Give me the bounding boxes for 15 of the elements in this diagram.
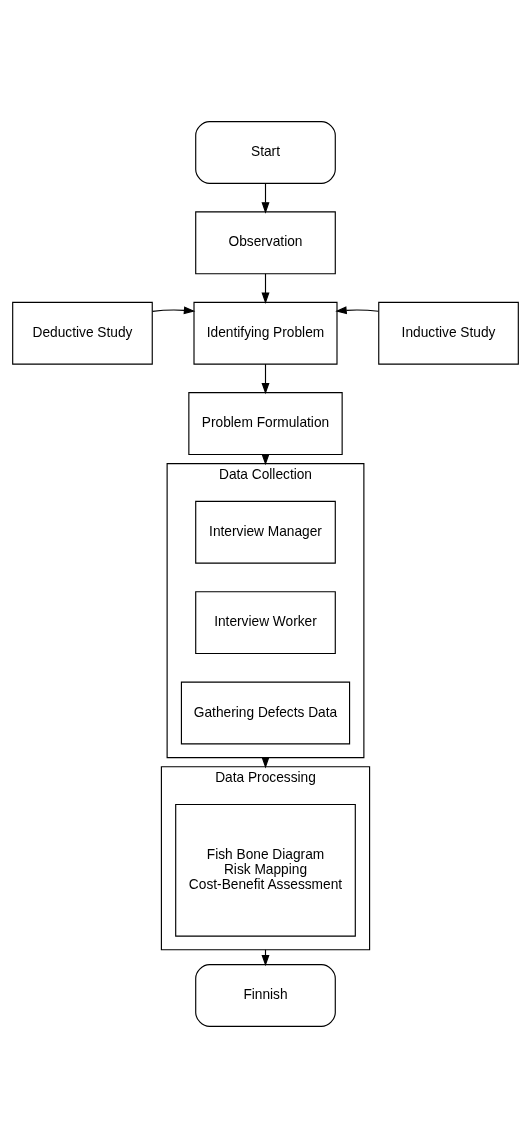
- arrow: [261, 272, 270, 304]
- node-box: Observation: [195, 210, 336, 274]
- node-box: Gathering Defects Data: [180, 681, 351, 744]
- node-box: Identifying Problem: [193, 301, 338, 365]
- node-box: Fish Bone Diagram Risk Mapping Cost-Benefit Assessment: [175, 803, 356, 937]
- node-box: Deductive Study: [12, 301, 153, 365]
- node-box: Finnish: [195, 963, 336, 1027]
- node-box: Inductive Study: [378, 301, 519, 365]
- arrow: [261, 182, 270, 214]
- node-box: Interview Manager: [195, 500, 336, 564]
- node-box: Interview Worker: [195, 590, 336, 654]
- arrow: [335, 305, 379, 314]
- node-box: Start: [195, 120, 336, 184]
- arrow: [261, 363, 270, 394]
- arrow: [151, 305, 196, 314]
